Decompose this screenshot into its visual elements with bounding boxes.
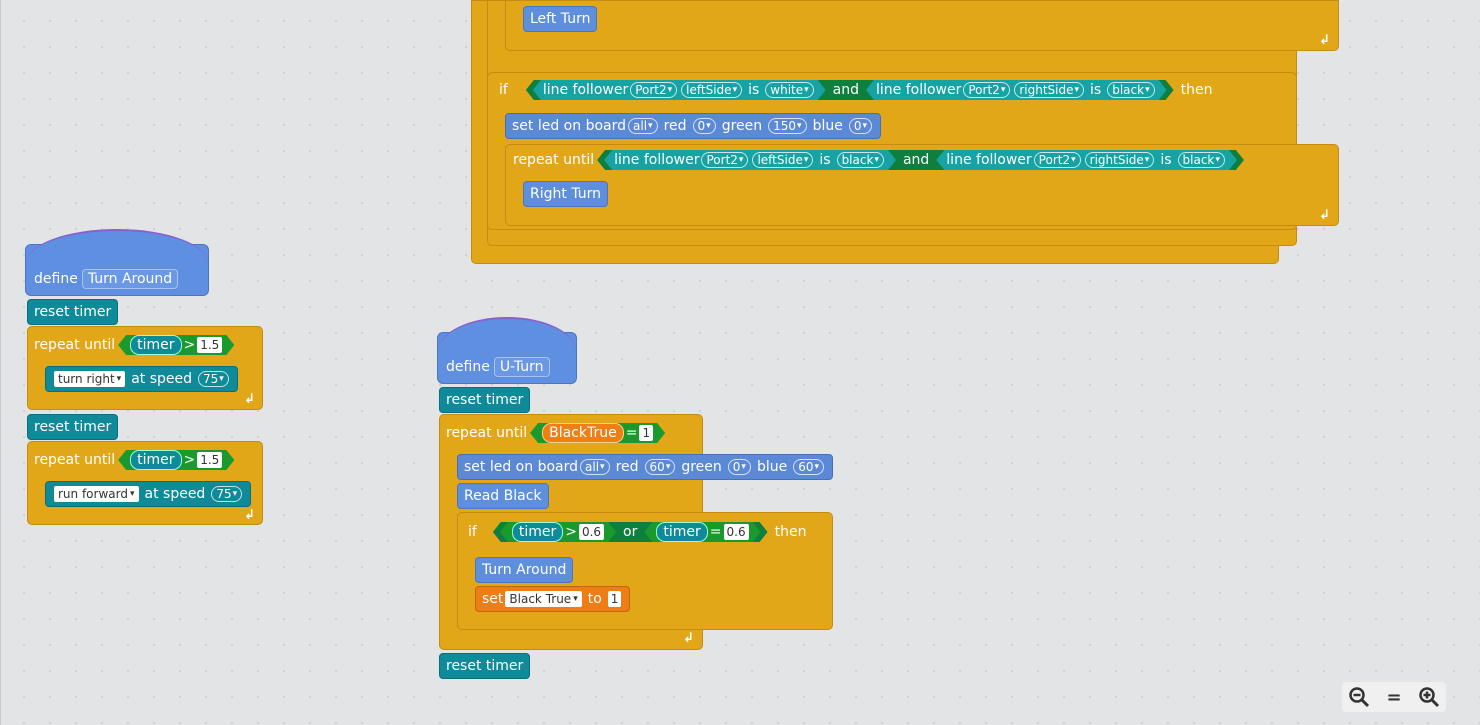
zoom-in-icon[interactable] xyxy=(1416,684,1442,710)
line-follower-right-black[interactable]: line follower Port2 rightSide is black xyxy=(866,80,1167,100)
zoom-reset-icon[interactable]: = xyxy=(1386,686,1402,708)
direction-dropdown[interactable]: turn right xyxy=(54,371,126,387)
set-led-block[interactable]: set led on board all red 0 green 150 blu… xyxy=(505,113,882,139)
number-input[interactable]: 1.5 xyxy=(197,452,222,468)
variable-dropdown[interactable]: Black True xyxy=(505,591,582,607)
led-all-dropdown[interactable]: all xyxy=(628,118,658,134)
loop-arrow-icon: ↲ xyxy=(683,631,694,646)
reset-timer-block[interactable]: reset timer xyxy=(439,387,531,413)
define-turn-around-hat[interactable]: define Turn Around xyxy=(25,229,209,296)
color-dropdown[interactable]: white xyxy=(765,82,813,98)
set-led-block[interactable]: set led on board all red 60 green 0 blue… xyxy=(457,454,834,480)
and-condition[interactable]: line follower Port2 leftSide is black an… xyxy=(597,150,1244,170)
red-value[interactable]: 60 xyxy=(644,459,676,475)
value-input[interactable]: 1 xyxy=(607,591,622,607)
loop-arrow-icon: ↲ xyxy=(244,508,255,523)
reset-timer-block[interactable]: reset timer xyxy=(439,653,531,679)
blue-value[interactable]: 0 xyxy=(848,118,873,134)
define-u-turn-hat[interactable]: define U-Turn xyxy=(437,317,577,384)
greater-than-condition[interactable]: timer > 1.5 xyxy=(118,450,234,470)
number-input[interactable]: 1 xyxy=(639,425,653,441)
reset-timer-block[interactable]: reset timer xyxy=(27,414,119,440)
loop-arrow-icon: ↲ xyxy=(244,392,255,407)
set-variable-block[interactable]: set Black True to 1 xyxy=(475,586,631,612)
repeat-until-header[interactable]: repeat until line follower Port2 leftSid… xyxy=(507,147,1253,173)
led-all-dropdown[interactable]: all xyxy=(580,459,610,475)
side-dropdown[interactable]: rightSide xyxy=(1014,82,1084,98)
repeat-until-header[interactable]: repeat until timer > 1.5 xyxy=(28,447,243,473)
if-header[interactable]: if timer > 0.6 or timer = 0.6 then xyxy=(468,522,807,542)
red-value[interactable]: 0 xyxy=(692,118,716,134)
if-label: if xyxy=(499,82,508,98)
zoom-out-icon[interactable] xyxy=(1346,684,1372,710)
port-dropdown[interactable]: Port2 xyxy=(963,82,1010,98)
green-value[interactable]: 150 xyxy=(768,118,807,134)
port-dropdown[interactable]: Port2 xyxy=(630,82,677,98)
green-value[interactable]: 0 xyxy=(727,459,751,475)
side-dropdown[interactable]: leftSide xyxy=(681,82,742,98)
loop-arrow-icon: ↲ xyxy=(1319,33,1330,48)
direction-dropdown[interactable]: run forward xyxy=(54,486,139,502)
greater-than-condition[interactable]: timer > 1.5 xyxy=(118,335,234,355)
turn-right-block[interactable]: turn right at speed 75 xyxy=(45,366,238,392)
greater-than-condition[interactable]: timer > 0.6 xyxy=(500,522,616,542)
black-true-variable[interactable]: BlackTrue xyxy=(542,423,624,443)
number-input[interactable]: 0.6 xyxy=(724,524,749,540)
number-input[interactable]: 1.5 xyxy=(197,337,222,353)
line-follower-right-black[interactable]: line follower Port2 rightSide is black xyxy=(936,150,1237,170)
if-header[interactable]: if line follower Port2 leftSide is white… xyxy=(489,76,1222,104)
speed-value[interactable]: 75 xyxy=(198,371,229,387)
or-condition[interactable]: timer > 0.6 or timer = 0.6 xyxy=(493,522,768,542)
left-turn-call-block[interactable]: Left Turn xyxy=(523,6,598,32)
blue-value[interactable]: 60 xyxy=(793,459,825,475)
left-turn-label: Left Turn xyxy=(530,11,591,27)
equals-condition[interactable]: BlackTrue = 1 xyxy=(530,423,665,443)
and-condition[interactable]: line follower Port2 leftSide is white an… xyxy=(526,80,1174,100)
repeat-until-header[interactable]: repeat until timer > 1.5 xyxy=(28,332,243,358)
equals-condition[interactable]: timer = 0.6 xyxy=(644,522,760,542)
repeat-until-header[interactable]: repeat until BlackTrue = 1 xyxy=(440,420,674,446)
zoom-controls: = xyxy=(1342,682,1446,712)
number-input[interactable]: 0.6 xyxy=(579,524,604,540)
repeat-until-left-turn-c[interactable] xyxy=(505,0,1339,51)
timer-reporter[interactable]: timer xyxy=(130,335,181,355)
loop-arrow-icon: ↲ xyxy=(1319,208,1330,223)
then-label: then xyxy=(1180,82,1213,98)
run-forward-block[interactable]: run forward at speed 75 xyxy=(45,481,252,507)
speed-value[interactable]: 75 xyxy=(211,486,243,502)
read-black-call-block[interactable]: Read Black xyxy=(457,483,549,509)
line-follower-left-white[interactable]: line follower Port2 leftSide is white xyxy=(533,80,826,100)
procedure-name: Turn Around xyxy=(81,269,179,289)
procedure-name: U-Turn xyxy=(493,357,550,377)
color-dropdown[interactable]: black xyxy=(1107,82,1154,98)
turn-around-call-block[interactable]: Turn Around xyxy=(475,557,574,583)
reset-timer-block[interactable]: reset timer xyxy=(27,299,119,325)
line-follower-left-black[interactable]: line follower Port2 leftSide is black xyxy=(604,150,896,170)
right-turn-call-block[interactable]: Right Turn xyxy=(523,181,608,207)
timer-reporter[interactable]: timer xyxy=(130,450,181,470)
